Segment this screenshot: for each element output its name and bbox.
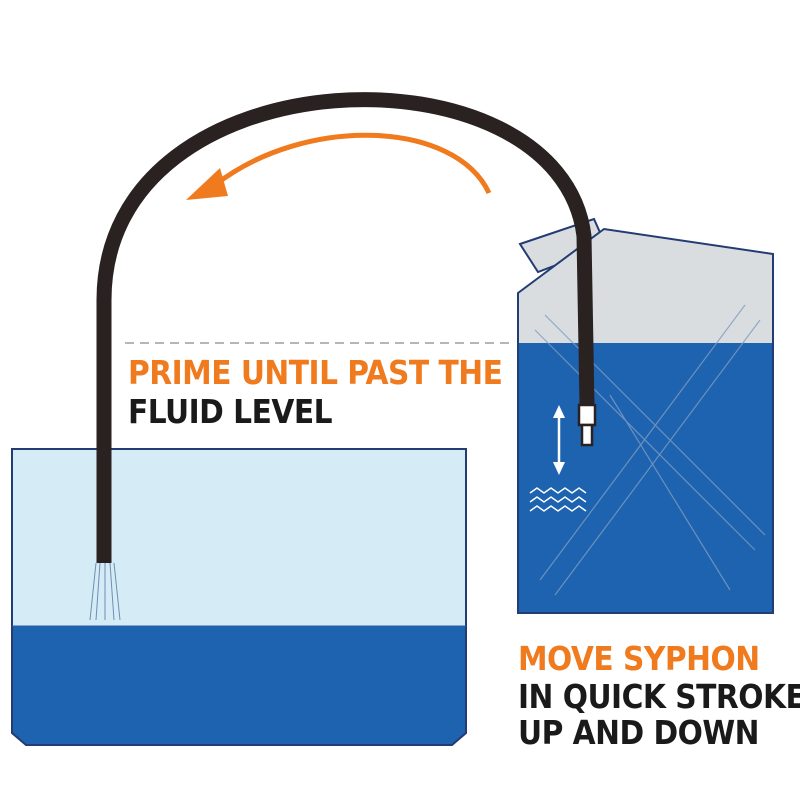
curved-arrow-left-icon (186, 132, 492, 200)
move-instruction-line-3: UP AND DOWN (518, 713, 760, 752)
hose-valve-icon (577, 403, 597, 447)
wave-lines-icon (529, 487, 587, 512)
double-arrow-vertical-icon (553, 405, 565, 475)
canister-fluid (518, 343, 773, 613)
move-instruction-line-1: MOVE SYPHON (518, 639, 760, 678)
receiving-container-air (12, 449, 466, 626)
outflow-streaks (89, 562, 121, 621)
receiving-container-outline (11, 448, 467, 746)
receiving-container-fluid (12, 626, 466, 745)
receiving-container (11, 448, 467, 746)
syphon-hose (96, 92, 595, 563)
prime-instruction-line-1: PRIME UNTIL PAST THE (128, 353, 503, 392)
move-instruction-line-2: IN QUICK STROKES (518, 677, 800, 716)
canister-embossing (534, 304, 766, 596)
prime-instruction-line-2: FLUID LEVEL (128, 392, 333, 431)
